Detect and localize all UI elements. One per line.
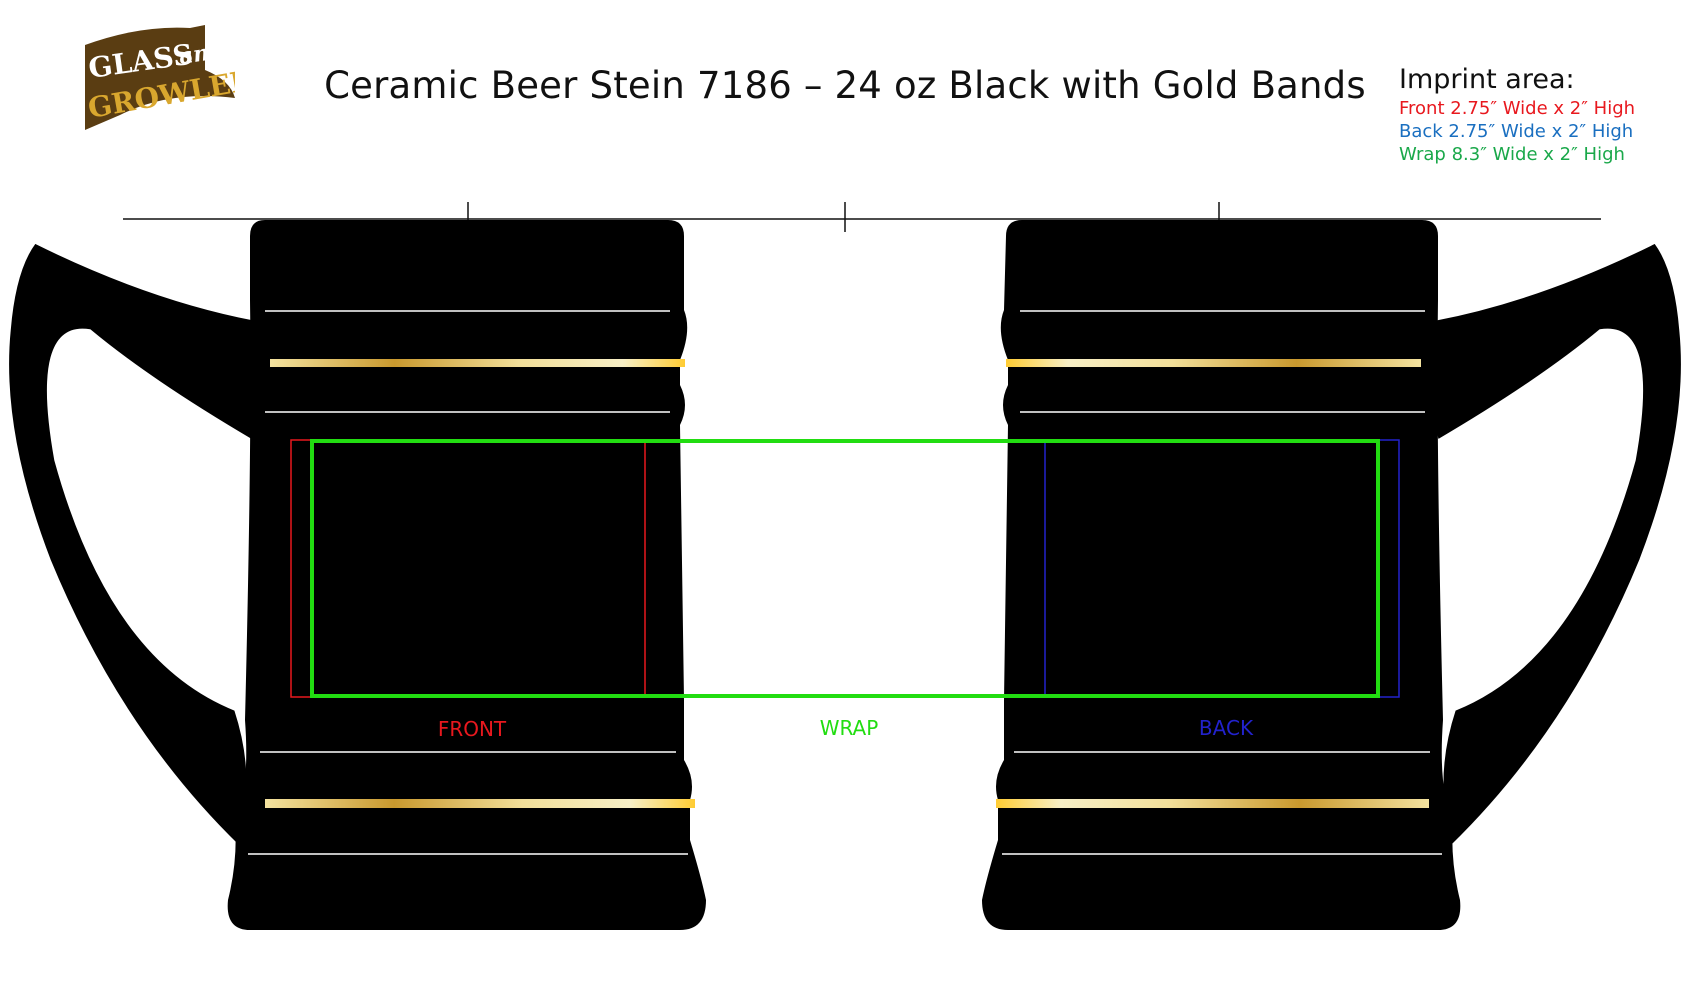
svg-text:and: and (177, 38, 226, 70)
glass-and-growlers-logo: GLASS and GROWLERS (85, 25, 235, 130)
handle-right (1426, 242, 1683, 847)
gold-band (270, 359, 685, 367)
stein-front-view (7, 220, 706, 930)
gold-band (1006, 359, 1421, 367)
gold-band (265, 799, 695, 808)
wrap-imprint-box (310, 439, 1380, 698)
imprint-area-legend: Imprint area: Front 2.75″ Wide x 2″ High… (1399, 64, 1635, 166)
gold-band (996, 799, 1429, 808)
page-title: Ceramic Beer Stein 7186 – 24 oz Black wi… (324, 64, 1366, 107)
handle-left (7, 242, 264, 847)
imprint-front: Front 2.75″ Wide x 2″ High (1399, 98, 1636, 119)
wrap-label: WRAP (820, 716, 879, 740)
imprint-back: Back 2.75″ Wide x 2″ High (1399, 121, 1634, 142)
front-label: FRONT (438, 717, 507, 741)
stein-back-view (982, 220, 1683, 930)
back-label: BACK (1199, 716, 1254, 740)
imprint-heading: Imprint area: (1399, 64, 1575, 95)
imprint-wrap: Wrap 8.3″ Wide x 2″ High (1399, 144, 1625, 165)
